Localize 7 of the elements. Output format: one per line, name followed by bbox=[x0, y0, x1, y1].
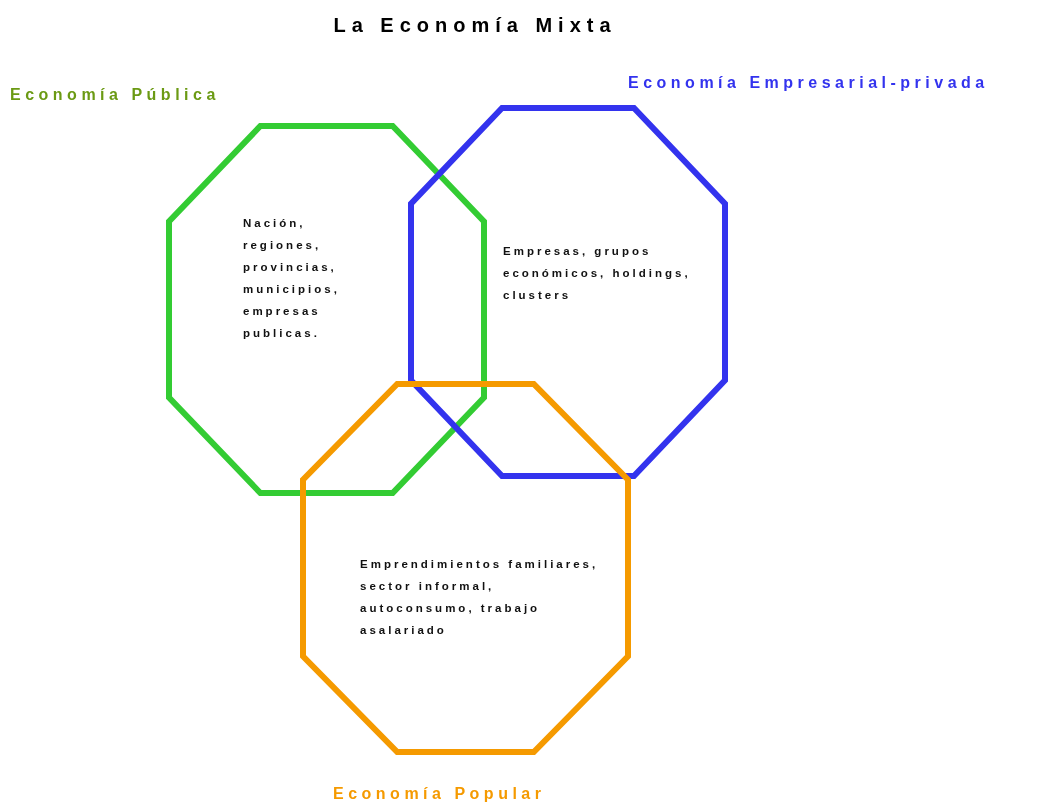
sector-heading: Economía Empresarial-privada bbox=[628, 74, 989, 92]
sector-heading: Economía Popular bbox=[333, 785, 546, 803]
sector-description: Nación, regiones, provincias, municipios, empresas publicas. bbox=[243, 216, 341, 341]
sector-description: Emprendimientos familiares, sector informal, autoconsumo, trabajo asalariado bbox=[360, 557, 600, 638]
sector-heading: Economía Pública bbox=[10, 86, 220, 104]
sector-description: Empresas, grupos económicos, holdings, clusters bbox=[503, 244, 692, 303]
diagram-title: La Economía Mixta bbox=[332, 14, 618, 37]
